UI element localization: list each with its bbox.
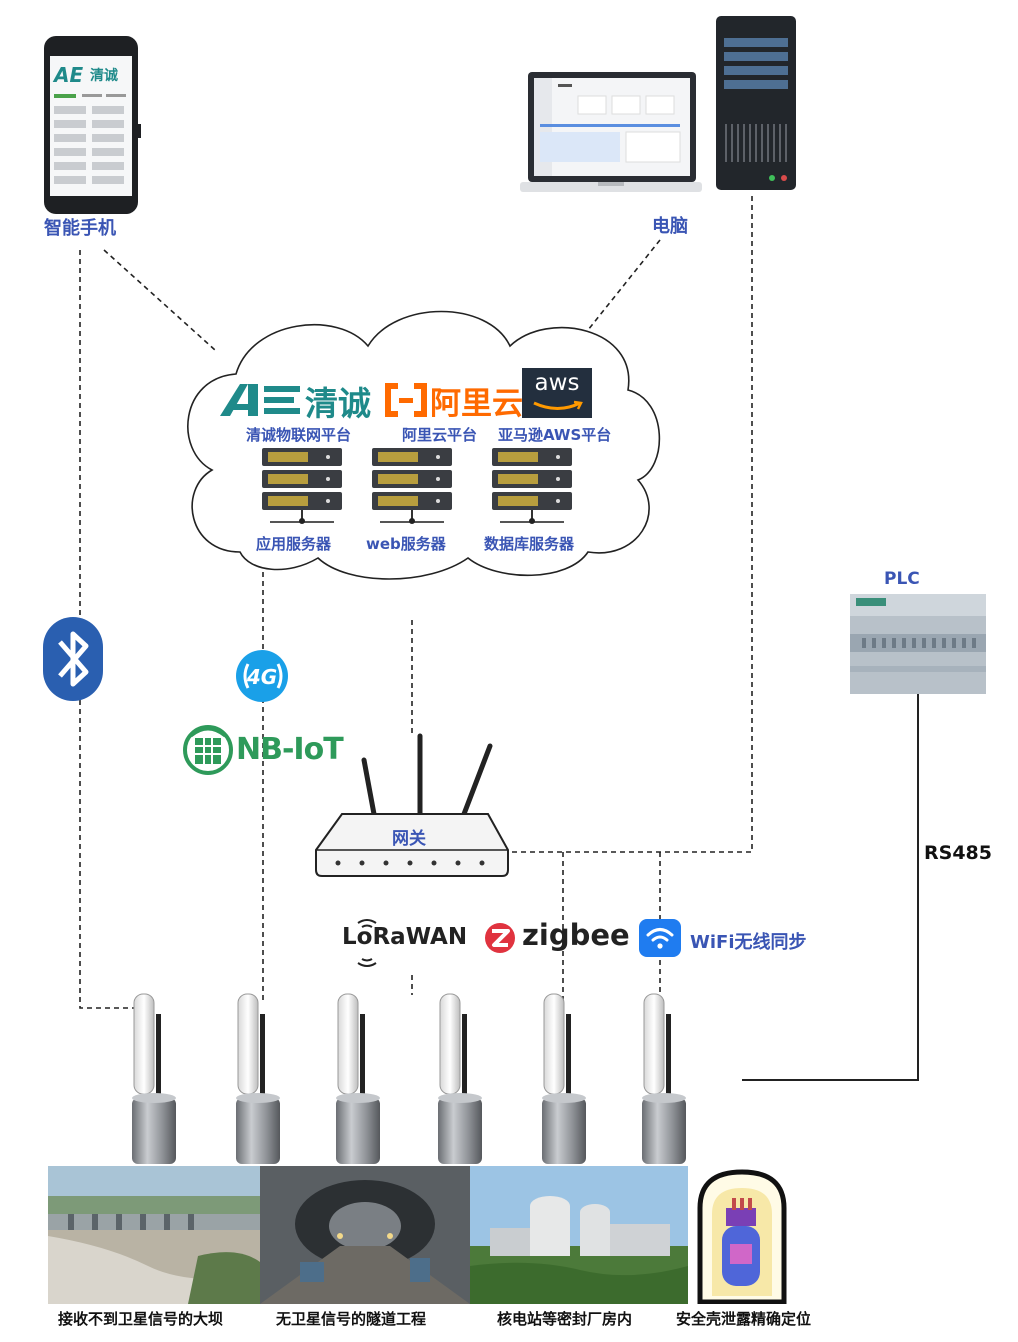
qingcheng-logo-text: 清诚 [305,384,371,423]
aws-logo-text: aws [534,370,580,396]
database-server-icon [492,448,572,524]
svg-text:清诚: 清诚 [90,67,118,84]
gateway-router-icon [315,733,509,877]
4g-icon: 4G [236,650,288,702]
phone-cloud-link [103,249,216,351]
database-server-label: 数据库服务器 [484,535,575,553]
rs485-label: RS485 [924,842,992,864]
app-server-icon [262,448,342,524]
locator-device-3 [336,993,380,1164]
lorawan-text: LoRaWAN [342,924,468,950]
gateway-label: 网关 [392,829,426,849]
nbiot-text: NB-IoT [236,732,344,767]
scene-label-tunnel: 无卫星信号的隧道工程 [276,1310,427,1328]
aws-smile-icon [533,400,583,410]
server-tower-icon [716,16,796,190]
wifi-label: WiFi无线同步 [690,932,807,953]
server-gateway-link [500,196,753,853]
bluetooth-icon [43,617,103,701]
monitor-icon [520,72,702,192]
web-server-icon [372,448,452,524]
app-server-label: 应用服务器 [256,535,332,553]
locator-device-2 [236,993,280,1164]
rs485-line [742,690,919,1081]
aliyun-logo-text: 阿里云 [430,386,523,422]
locator-device-1 [132,993,176,1164]
fourg-text: 4G [246,665,277,689]
phone-label: 智能手机 [44,218,116,239]
zigbee-icon [485,923,515,953]
aliyun-logo-icon [385,383,427,417]
plc-device-icon [850,594,986,694]
smartphone-icon: AE 清诚 [44,36,141,214]
svg-text:AE: AE [52,63,83,87]
aws-platform-label: 亚马逊AWS平台 [498,426,612,444]
nbiot-globe-icon [183,725,233,775]
qingcheng-platform-label: 清诚物联网平台 [246,426,352,444]
locator-device-5 [542,993,586,1164]
lorawan-signal-icon [357,919,377,967]
zigbee-text: zigbee [522,918,630,952]
locator-device-6 [642,993,686,1164]
qingcheng-logo-icon [220,384,300,416]
scene-label-dam: 接收不到卫星信号的大坝 [58,1310,224,1328]
computer-label: 电脑 [652,216,688,237]
dam-photo [48,1166,260,1304]
nuclear-plant-photo [470,1166,688,1304]
plc-label: PLC [884,569,920,589]
tunnel-photo [260,1166,470,1304]
wifi-icon [639,919,681,957]
containment-diagram-icon [692,1168,792,1304]
scene-label-containment: 安全壳泄露精确定位 [676,1310,812,1328]
computer-cloud-link [587,239,661,331]
phone-bluetooth-link [79,250,150,1009]
aws-logo: aws [522,368,592,418]
locator-device-4 [438,993,482,1164]
web-server-label: web服务器 [366,535,446,553]
scene-label-nuclear: 核电站等密封厂房内 [497,1310,633,1328]
aliyun-platform-label: 阿里云平台 [402,426,478,444]
locator-devices [132,993,686,1164]
